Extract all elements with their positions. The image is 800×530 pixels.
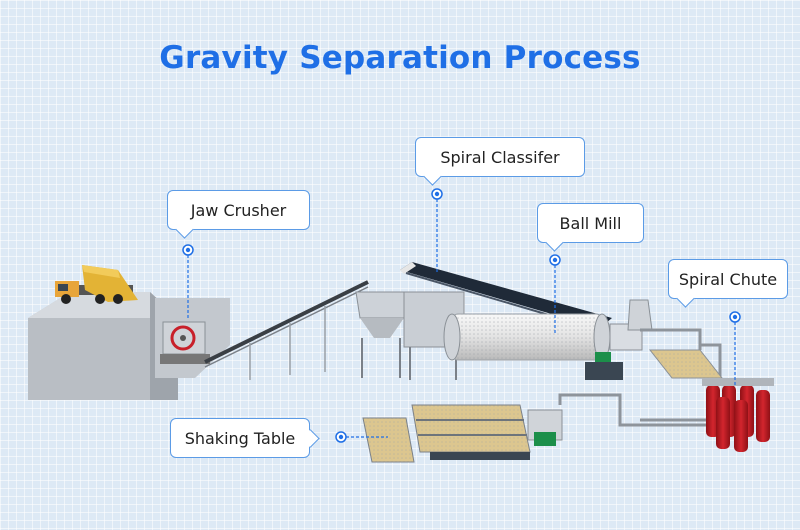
spiral-chute-label: Spiral Chute: [668, 259, 788, 299]
dump-truck: [55, 265, 138, 304]
spiral-classifier-label: Spiral Classifer: [415, 137, 585, 177]
jaw-crusher-label: Jaw Crusher: [167, 190, 310, 230]
spiral-chutes: [702, 378, 774, 452]
ball-mill: [443, 299, 653, 380]
jaw-crusher: [160, 321, 210, 364]
callout-markers: [182, 188, 741, 443]
shaking-tables: [362, 404, 563, 463]
sluice-table: [648, 349, 724, 379]
belt-conveyor: [204, 280, 369, 380]
shaking-table-label: Shaking Table: [170, 418, 310, 458]
page-title: Gravity Separation Process: [159, 40, 641, 76]
ball-mill-label: Ball Mill: [537, 203, 644, 243]
storage-bin: [355, 291, 409, 378]
